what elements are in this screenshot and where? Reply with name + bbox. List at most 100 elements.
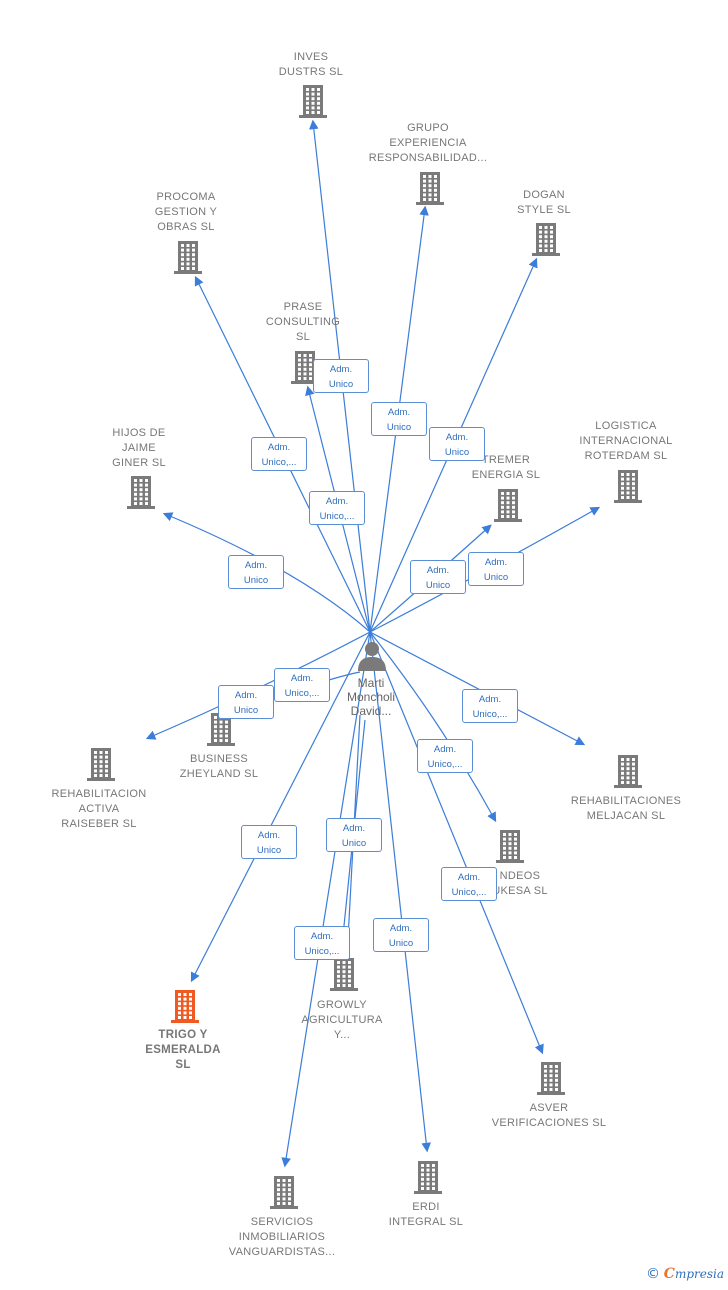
- building-icon[interactable]: [295, 83, 331, 124]
- role-text: Unico,...: [304, 946, 340, 957]
- role-box-business[interactable]: Adm. Unico,...: [274, 668, 330, 702]
- company-label-line: ESMERALDA: [145, 1044, 221, 1056]
- brand-name: mpresia: [674, 1267, 724, 1281]
- role-text: Unico: [388, 938, 414, 949]
- edge-ndeos: [369, 631, 497, 823]
- role-box-raiseber[interactable]: Adm.Unico: [218, 685, 274, 719]
- role-box-inves[interactable]: Adm. Unico: [313, 359, 369, 393]
- building-icon[interactable]: [528, 221, 564, 262]
- company-label-line: SERVICIOS: [250, 1216, 314, 1228]
- company-label-line: TREMER: [481, 454, 531, 466]
- company-label-asver[interactable]: ASVER VERIFICACIONES SL: [492, 1101, 607, 1131]
- building-icon[interactable]: [123, 474, 159, 515]
- company-label-line: NDEOS: [499, 870, 541, 882]
- role-text: Unico,...: [284, 688, 320, 699]
- company-label-line: ASVER: [529, 1102, 569, 1114]
- edge-meljacan: [369, 631, 586, 746]
- role-text: Adm.: [433, 744, 457, 755]
- building-icon[interactable]: [167, 988, 203, 1029]
- role-text: Unico,...: [472, 709, 508, 720]
- building-icon[interactable]: [533, 1060, 569, 1101]
- building-icon[interactable]: [83, 746, 119, 787]
- building-icon[interactable]: [610, 468, 646, 509]
- role-text: Unico: [425, 580, 451, 591]
- company-label-servicios[interactable]: SERVICIOS INMOBILIARIOS VANGUARDISTAS...: [229, 1215, 335, 1260]
- role-box-ndeos[interactable]: Adm.Unico,...: [417, 739, 473, 773]
- building-icon[interactable]: [490, 487, 526, 528]
- person-name-line: Marti: [357, 676, 385, 690]
- company-label-line: OBRAS SL: [157, 221, 215, 233]
- role-text: Adm.: [267, 442, 291, 453]
- role-box-tremer[interactable]: Adm.Unico: [410, 560, 466, 594]
- company-label-line: RESPONSABILIDAD...: [368, 152, 488, 164]
- role-box-prase[interactable]: Adm. Unico,...: [309, 491, 365, 525]
- role-text: Unico: [328, 379, 354, 390]
- company-label-line: VANGUARDISTAS...: [228, 1246, 336, 1258]
- building-icon[interactable]: [412, 170, 448, 211]
- role-text: Adm.: [325, 496, 349, 507]
- role-box-hijos[interactable]: Adm.Unico: [228, 555, 284, 589]
- role-box-grupo[interactable]: Adm. Unico: [371, 402, 427, 436]
- building-icon[interactable]: [203, 711, 239, 752]
- company-label-line: PRASE: [283, 301, 323, 313]
- role-text: Adm.: [290, 673, 314, 684]
- company-label-line: ROTERDAM SL: [584, 450, 668, 462]
- edge-trigo: [190, 631, 371, 983]
- role-text: Adm.: [234, 690, 258, 701]
- company-label-line: VERIFICACIONES SL: [491, 1117, 607, 1129]
- role-text: Unico: [386, 422, 412, 433]
- copyright-symbol: ©: [645, 1266, 660, 1282]
- company-label-line: DUSTRS SL: [278, 66, 344, 78]
- building-icon[interactable]: [170, 239, 206, 280]
- role-text: Unico: [483, 572, 509, 583]
- role-box-trigo[interactable]: Adm.Unico: [241, 825, 297, 859]
- building-icon[interactable]: [287, 349, 323, 390]
- person-name-line: David...: [350, 704, 392, 718]
- role-text: Adm.: [387, 407, 411, 418]
- role-box-asver[interactable]: Adm.Unico,...: [441, 867, 497, 901]
- role-box-growly[interactable]: Adm.Unico: [326, 818, 382, 852]
- role-box-erdi[interactable]: Adm.Unico: [373, 918, 429, 952]
- person-icon[interactable]: [356, 640, 388, 677]
- building-icon[interactable]: [492, 828, 528, 869]
- company-label-line: ZHEYLAND SL: [179, 768, 259, 780]
- empresia-logo[interactable]: © Cmpresia: [646, 1266, 724, 1282]
- role-box-logistica[interactable]: Adm. Unico: [468, 552, 524, 586]
- role-text: Adm.: [329, 364, 353, 375]
- role-text: Adm.: [478, 694, 502, 705]
- edge-asver: [369, 631, 544, 1055]
- company-label-line: INMOBILIARIOS: [238, 1231, 326, 1243]
- role-box-dogan[interactable]: Adm.Unico: [429, 427, 485, 461]
- role-box-procoma[interactable]: Adm.Unico,...: [251, 437, 307, 471]
- role-text: Unico,...: [319, 511, 355, 522]
- building-icon[interactable]: [326, 956, 362, 997]
- company-label-line: Y...: [333, 1029, 351, 1041]
- company-label-line: HIJOS DE: [112, 427, 166, 439]
- company-label-line: SL: [175, 1059, 191, 1071]
- building-icon[interactable]: [410, 1159, 446, 1200]
- role-box-meljacan[interactable]: Adm. Unico,...: [462, 689, 518, 723]
- role-text: Adm.: [484, 557, 508, 568]
- role-text: Adm.: [244, 560, 268, 571]
- building-icon[interactable]: [266, 1174, 302, 1215]
- company-label-line: GRUPO: [407, 122, 449, 134]
- person-name-line: Moncholi: [346, 690, 396, 704]
- building-icon[interactable]: [610, 753, 646, 794]
- role-box-servicios[interactable]: Adm.Unico,...: [294, 926, 350, 960]
